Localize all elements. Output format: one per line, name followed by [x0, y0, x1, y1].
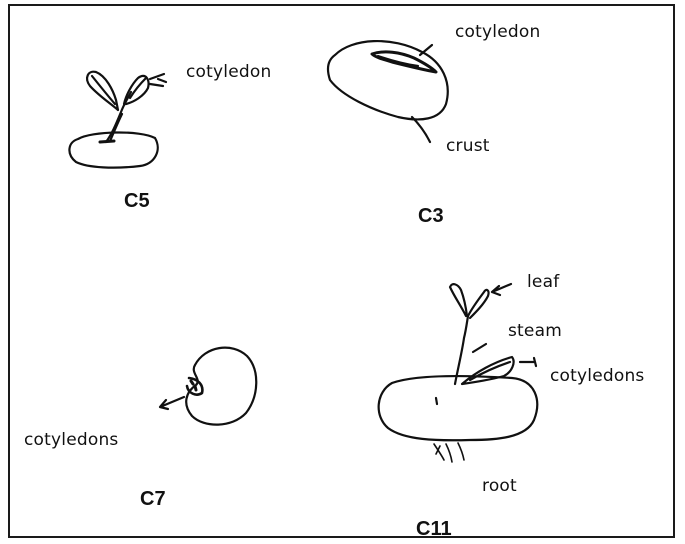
c3-crust-pointer [412, 117, 430, 142]
c3-cotyledon-label: cotyledon [455, 22, 540, 42]
c5-seed-mark [100, 141, 114, 142]
c11-steam-label: steam [508, 321, 562, 341]
c5-cotyledon-label: cotyledon [186, 62, 271, 82]
seed-c3-sketch [328, 41, 448, 142]
c5-seed [69, 132, 157, 167]
c5-cotyledon-pointer [150, 74, 166, 86]
c3-code-label: C3 [418, 205, 444, 228]
c7-cotyledons-arrow [160, 397, 184, 409]
c11-seed-mark [436, 398, 437, 404]
c3-crust-label: crust [446, 136, 490, 156]
c11-leaf-left [450, 284, 467, 316]
c11-code-label: C11 [416, 518, 452, 541]
c5-stem-right [110, 114, 122, 141]
c11-root-label: root [482, 476, 517, 496]
seedling-c5-sketch [69, 72, 166, 168]
c11-leaf-label: leaf [527, 272, 559, 292]
seed-c7-sketch [160, 348, 256, 425]
c7-code-label: C7 [140, 488, 166, 511]
c11-cotyledons-pointer [520, 358, 536, 366]
c11-leaf-arrow [492, 284, 511, 295]
c5-code-label: C5 [124, 190, 150, 213]
c11-seed [379, 376, 538, 440]
c11-root-hairs [434, 443, 464, 462]
c7-cotyledons-label: cotyledons [24, 430, 118, 450]
c11-steam-pointer [473, 344, 486, 352]
plant-c11-sketch [379, 284, 538, 462]
c11-cotyledons-label: cotyledons [550, 366, 644, 386]
c7-seed [186, 348, 256, 425]
c11-leaf-right [468, 290, 489, 318]
c11-stem [455, 316, 468, 384]
